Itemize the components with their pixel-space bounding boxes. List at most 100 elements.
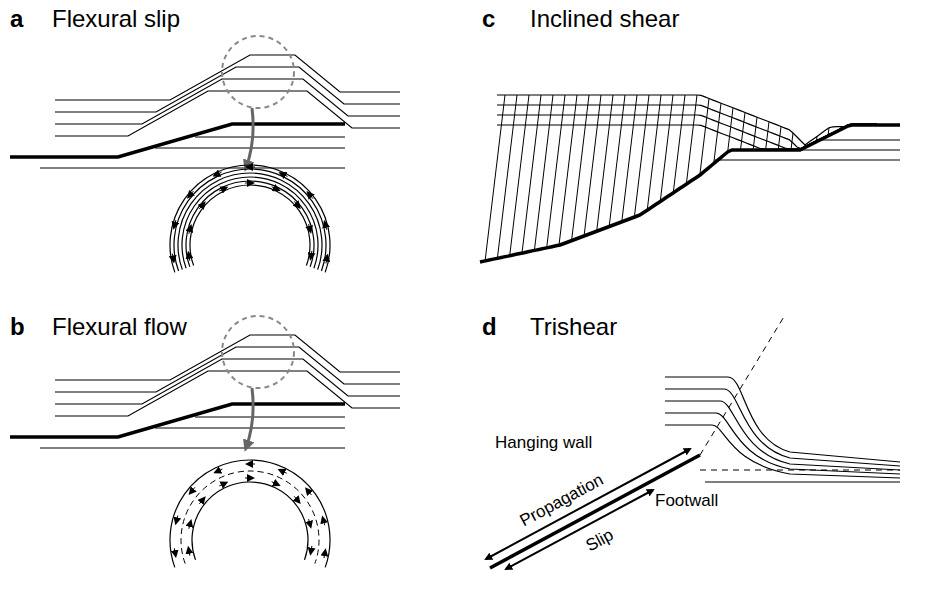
stroke [245, 478, 253, 479]
stroke [308, 193, 313, 199]
stroke [309, 224, 311, 232]
stroke [55, 335, 400, 380]
stroke [485, 95, 505, 261]
stroke [215, 469, 222, 472]
stroke [294, 496, 299, 502]
stroke [547, 95, 565, 248]
stroke [510, 95, 529, 256]
stroke [660, 95, 673, 201]
stroke [40, 447, 345, 448]
stroke [170, 460, 330, 567]
stroke [40, 167, 345, 168]
stroke [791, 133, 793, 150]
panel-letter: a [10, 6, 23, 32]
stroke [246, 108, 253, 168]
stroke [820, 139, 900, 140]
stroke [55, 79, 400, 124]
arrow-label: Slip [583, 526, 617, 556]
stroke [609, 95, 625, 226]
stroke [497, 95, 517, 258]
stroke [480, 125, 900, 262]
stroke [195, 136, 345, 137]
stroke [188, 253, 189, 261]
panel-title: Flexural slip [52, 6, 180, 32]
stroke [174, 169, 326, 271]
stroke [559, 95, 577, 245]
stroke [55, 91, 400, 136]
stroke [55, 55, 400, 100]
stroke [306, 489, 311, 495]
stroke [311, 251, 312, 259]
stroke [272, 187, 279, 190]
panel-title: Flexural flow [52, 314, 187, 340]
stroke [55, 359, 400, 404]
stroke [55, 371, 400, 416]
stroke [534, 95, 553, 250]
stroke [778, 127, 781, 151]
panel-letter: d [482, 314, 497, 340]
panel-letter: b [10, 314, 25, 340]
stroke [800, 149, 900, 150]
stroke [219, 188, 226, 191]
stroke [247, 464, 255, 465]
inclined-shear-panel [480, 95, 900, 262]
focus-circle [222, 36, 294, 108]
stroke [294, 201, 299, 207]
stroke [10, 124, 345, 157]
stroke [309, 519, 311, 527]
stroke [188, 191, 193, 197]
stroke [181, 471, 319, 564]
stroke [700, 99, 709, 175]
stroke [188, 548, 189, 556]
stroke [311, 546, 312, 554]
stroke [272, 482, 279, 485]
stroke [634, 95, 649, 217]
stroke [497, 95, 877, 145]
stroke [497, 115, 877, 149]
stroke [219, 483, 226, 486]
stroke [497, 105, 877, 149]
stroke [597, 95, 613, 231]
flexural-slip-panel [10, 36, 400, 272]
stroke [172, 254, 173, 262]
stroke [279, 470, 286, 473]
stroke [247, 167, 255, 168]
stroke [192, 482, 308, 560]
stroke [323, 517, 325, 525]
stroke [326, 256, 327, 264]
block-label: Hanging wall [495, 434, 592, 453]
stroke [189, 521, 191, 529]
stroke [766, 122, 769, 150]
stroke [280, 173, 287, 176]
stroke [199, 498, 204, 504]
stroke [174, 548, 175, 556]
stroke [170, 165, 330, 272]
panel-letter: c [482, 6, 495, 32]
stroke [195, 416, 345, 417]
trishear-panel [486, 315, 900, 569]
stroke [715, 159, 900, 160]
stroke [189, 226, 191, 234]
stroke [325, 222, 327, 230]
focus-circle [222, 316, 294, 388]
stroke [741, 113, 746, 151]
stroke [673, 95, 685, 192]
stroke [214, 172, 221, 175]
stroke [522, 95, 541, 253]
stroke [174, 220, 176, 228]
panel-title: Trishear [530, 314, 617, 340]
stroke [245, 183, 253, 184]
stroke [324, 550, 325, 558]
stroke [246, 388, 253, 448]
stroke [497, 124, 877, 149]
stroke [176, 516, 178, 524]
stroke [728, 108, 733, 152]
stroke [10, 404, 345, 437]
stroke [686, 95, 697, 184]
block-label: Footwall [655, 492, 718, 511]
stroke [190, 487, 195, 493]
stroke [199, 203, 204, 209]
stroke [714, 103, 721, 163]
stroke [753, 117, 757, 150]
